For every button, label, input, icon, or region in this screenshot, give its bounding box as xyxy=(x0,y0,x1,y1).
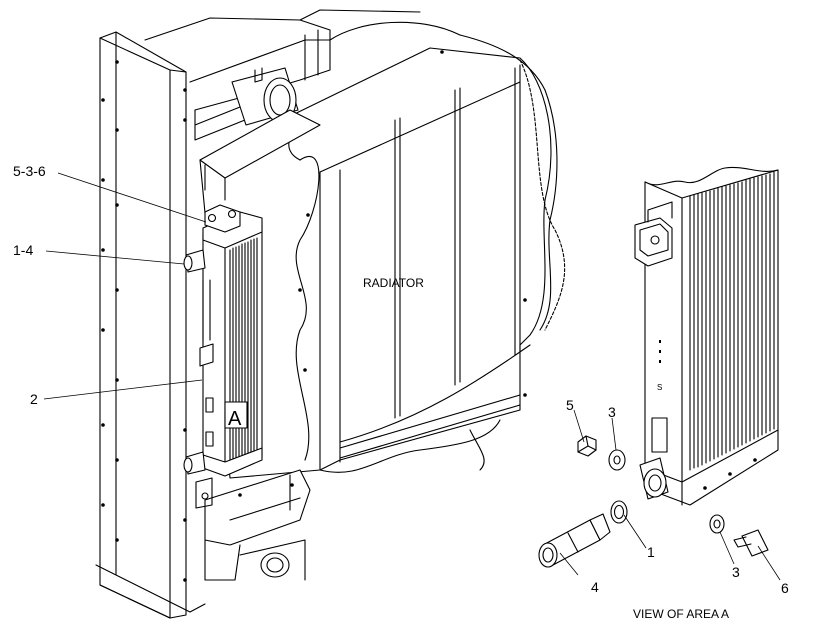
callout-1-4: 1-4 xyxy=(13,242,33,258)
callout-labels: 5-3-6 1-4 2 5 3 1 4 3 6 xyxy=(13,163,789,596)
callout-5-3-6: 5-3-6 xyxy=(13,163,46,179)
callout-1: 1 xyxy=(647,544,655,560)
side-frame xyxy=(95,31,206,619)
view-caption: VIEW OF AREA A xyxy=(633,607,729,621)
radiator-label: RADIATOR xyxy=(363,276,424,290)
area-a-marker: A xyxy=(228,408,242,430)
callout-2: 2 xyxy=(30,391,38,407)
callout-4: 4 xyxy=(591,579,599,595)
leader-lines xyxy=(43,172,781,581)
oil-cooler xyxy=(183,204,263,509)
detail-fins xyxy=(689,171,775,471)
callout-3-upper: 3 xyxy=(608,404,616,420)
callout-5: 5 xyxy=(566,397,574,413)
radiator-core xyxy=(199,21,566,581)
detail-view: S xyxy=(538,166,779,568)
callout-3-lower: 3 xyxy=(732,564,740,580)
callout-6: 6 xyxy=(781,580,789,596)
svg-text:S: S xyxy=(657,383,662,392)
